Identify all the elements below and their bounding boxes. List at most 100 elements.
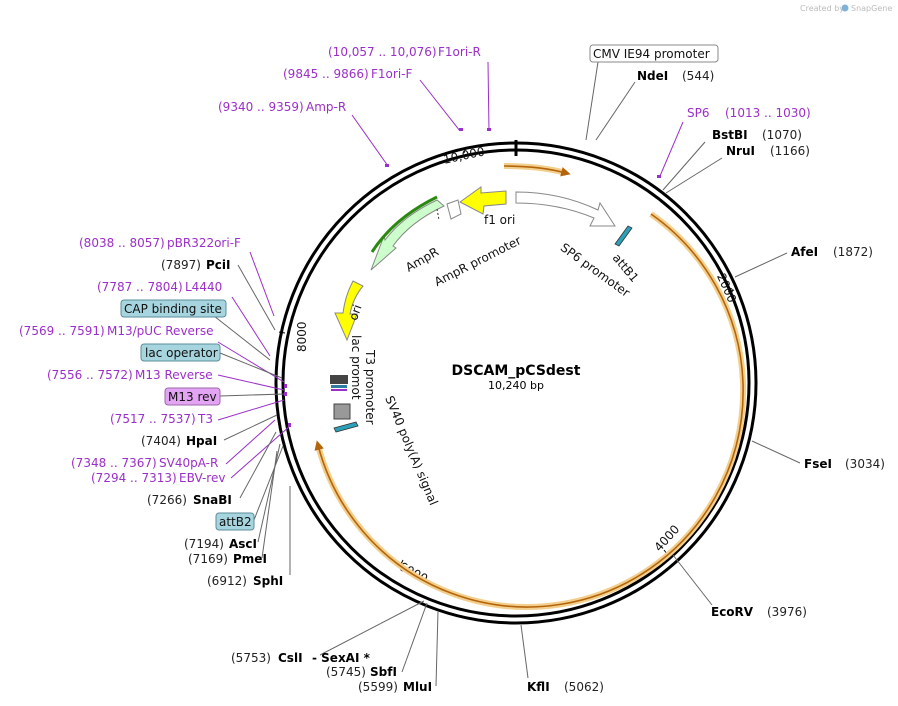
enzyme-leader: [595, 81, 636, 141]
enzyme-kfli-pos: (5062): [564, 680, 604, 694]
m13rev-leader: [219, 393, 285, 397]
enzyme-hpai-name: HpaI: [186, 434, 217, 448]
ori-label: ori: [346, 303, 364, 322]
cmv-promoter-arrow: [515, 191, 616, 227]
tick-mark: [727, 289, 735, 293]
primer-sv40pa-r-range: (7348 .. 7367): [71, 456, 157, 470]
enzyme-leader: [751, 440, 801, 464]
enzyme-pcii-name: PciI: [206, 258, 231, 272]
enzyme-leader: [435, 610, 439, 687]
enzyme-leader: [665, 157, 723, 194]
enzyme-leader: [319, 600, 425, 656]
attb2-label: attB2: [219, 515, 252, 529]
ampr-signal-line: [436, 208, 440, 221]
enzyme-leader: [734, 252, 788, 278]
lac-operator-leader: [219, 352, 283, 379]
enzyme-ecorv-name: EcoRV: [711, 605, 754, 619]
ampr-arrow: [370, 199, 445, 271]
f1-ori-arrow: [459, 186, 507, 215]
m13-primer-glyph: [331, 389, 347, 391]
cmv-promoter-box: [589, 44, 719, 63]
primer-tick: [657, 175, 661, 178]
ori-arrow: [334, 280, 364, 342]
enzyme-fsei-pos: (3034): [845, 457, 885, 471]
primer-t3-name: T3: [197, 412, 213, 426]
orf-arc-large: [314, 213, 744, 608]
primer-m13-reverse-name: M13 Reverse: [135, 368, 213, 382]
tick-mark: [278, 331, 286, 334]
enzyme-sphi-name: SphI: [253, 574, 283, 588]
enzyme-sbfi-pos: (5745): [326, 665, 366, 679]
primer-leader: [217, 341, 285, 383]
cap-binding-site-label: CAP binding site: [124, 302, 222, 316]
amp-r-primer-bar: [370, 195, 438, 253]
enzyme-bstbi-pos: (1070): [762, 128, 802, 142]
m13-rev-label: M13 rev: [168, 390, 217, 404]
f1-ori-label: f1 ori: [484, 213, 515, 227]
primer-leader: [487, 61, 490, 132]
enzyme-mlui-pos: (5599): [358, 680, 398, 694]
tick-label-10000: 10,000: [442, 144, 486, 166]
primer-t3-range: (7517 .. 7537): [110, 412, 196, 426]
primer-ebv-rev-name: EBV-rev: [179, 471, 225, 485]
enzyme-ecorv-pos: (3976): [767, 605, 807, 619]
primer-l4440-name: L4440: [185, 280, 222, 294]
ampr-promoter-label: AmpR promoter: [432, 233, 523, 289]
enzyme-afei-pos: (1872): [833, 245, 873, 259]
enzyme-pmei-pos: (7169): [188, 552, 228, 566]
enzyme-ndei-pos: (544): [682, 69, 714, 83]
enzyme-csli-pos: (5753): [231, 651, 271, 665]
enzyme-nrui-pos: (1166): [770, 144, 810, 158]
primer-leader: [230, 425, 291, 479]
enzyme-leader: [239, 431, 277, 499]
tick-label-8000: 8000: [295, 321, 309, 352]
enzyme-leader: [257, 443, 281, 543]
primer-m13-reverse-range: (7556 .. 7572): [47, 368, 133, 382]
enzyme-leader: [223, 414, 278, 441]
primer-f1ori-r-range: (10,057 .. 10,076): [328, 45, 437, 59]
snapgene-logo-icon: [841, 4, 849, 12]
primer-leader: [249, 251, 275, 317]
enzyme-snabi-pos: (7266): [147, 493, 187, 507]
enzyme-afei-name: AfeI: [791, 245, 818, 259]
enzyme-bstbi-name: BstBI: [712, 128, 748, 142]
primer-pbr322ori-f-name: pBR322ori-F: [167, 236, 241, 250]
primer-leader: [419, 79, 461, 132]
primer-leader: [225, 419, 276, 465]
primer-amp-r-range: (9340 .. 9359): [218, 100, 304, 114]
attb2-leader: [253, 445, 284, 521]
enzyme-fsei-name: FseI: [804, 457, 832, 471]
enzyme-leader: [401, 602, 428, 673]
lac-operator-glyph: [331, 385, 347, 388]
ampr-promoter-arrow: [446, 199, 462, 220]
primer-leader: [217, 399, 285, 421]
enzyme-csli-name: CslI: [278, 651, 303, 665]
lac-operator-label: lac operator: [145, 346, 218, 360]
enzyme-sexai-name: - SexAI *: [312, 651, 371, 665]
primer-ebv-rev-range: (7294 .. 7313): [91, 471, 177, 485]
enzyme-leader: [662, 141, 706, 191]
primer-tick: [284, 384, 287, 388]
enzyme-pmei-name: PmeI: [233, 552, 267, 566]
tick-mark: [463, 146, 467, 154]
cap-leader: [213, 315, 271, 361]
attb1-glyph: [614, 225, 633, 247]
primer-sp6-name: SP6: [687, 106, 710, 120]
attb2-box: [215, 512, 255, 531]
plasmid-size: 10,240 bp: [488, 379, 544, 392]
primer-leader: [231, 296, 271, 357]
primer-tick: [385, 164, 389, 167]
primer-f1ori-r-name: F1ori-R: [438, 45, 481, 59]
primer-tick: [487, 128, 491, 131]
primer-f1ori-f-range: (9845 .. 9866): [283, 67, 369, 81]
primer-f1ori-f-name: F1ori-F: [371, 67, 412, 81]
enzyme-asci-name: AscI: [229, 537, 257, 551]
enzyme-hpai-pos: (7404): [141, 434, 181, 448]
enzyme-nrui-name: NruI: [726, 144, 755, 158]
lac-promoter-glyph: [330, 375, 348, 384]
lac-operator-box: [140, 343, 221, 362]
enzyme-pcii-pos: (7897): [161, 258, 201, 272]
cmv-leader: [585, 61, 599, 141]
primer-tick: [459, 128, 463, 131]
